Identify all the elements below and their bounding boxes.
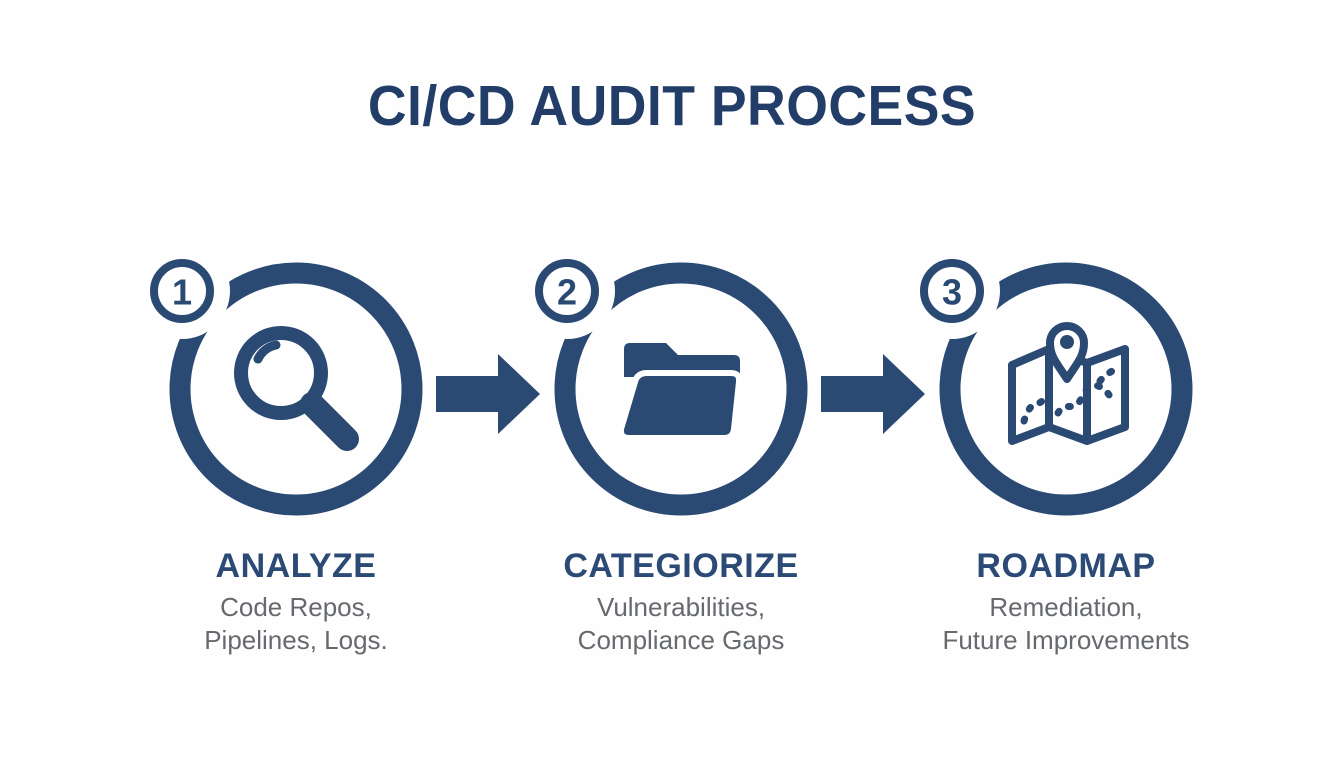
map-icon [1008,322,1129,445]
step-subtitle-line2: Pipelines, Logs. [204,624,388,655]
step-categorize: 2 CATEGIORIZE Vulnerabilities, Complianc… [531,231,821,656]
step-roadmap: 3 ROADMAP Remediation, Future Improvemen… [916,231,1206,656]
folder-icon [617,343,743,441]
step-circle-roadmap: 3 [916,243,1193,516]
step-subtitle-line1: Code Repos, [220,592,372,623]
step-subtitle-line2: Future Improvements [942,624,1190,655]
arrow-right-icon [436,354,540,434]
step-analyze: 1 ANALYZE Code Repos, Pipelines, Logs. [146,231,436,656]
step-subtitle-line1: Remediation, [989,592,1143,623]
step-number: 1 [172,272,192,313]
step-number-badge [150,259,214,323]
step-number-badge [920,259,984,323]
arrow-right-icon [821,354,925,434]
steps-row: 1 ANALYZE Code Repos, Pipelines, Logs. [0,231,1344,656]
step-subtitle: Code Repos, Pipelines, Logs. [204,591,388,656]
step-circle-analyze: 1 [146,243,423,516]
arrow-cell [821,351,926,437]
step-title: CATEGIORIZE [563,547,799,585]
step-number: 3 [942,272,962,313]
step-ring [554,262,808,516]
step-subtitle: Vulnerabilities, Compliance Gaps [578,591,785,656]
page-title: CI/CD AUDIT PROCESS [367,74,977,138]
magnifier-icon [234,326,359,451]
step-subtitle-line2: Compliance Gaps [577,624,785,655]
step-ring [939,262,1193,516]
step-subtitle-line1: Vulnerabilities, [596,592,766,623]
step-circle-categorize: 2 [531,243,808,516]
step-subtitle: Remediation, Future Improvements [942,591,1189,656]
step-number-badge [535,259,599,323]
step-number: 2 [557,272,577,313]
step-title: ROADMAP [976,547,1156,585]
arrow-cell [436,351,541,437]
step-ring [169,262,423,516]
step-title: ANALYZE [215,547,377,585]
